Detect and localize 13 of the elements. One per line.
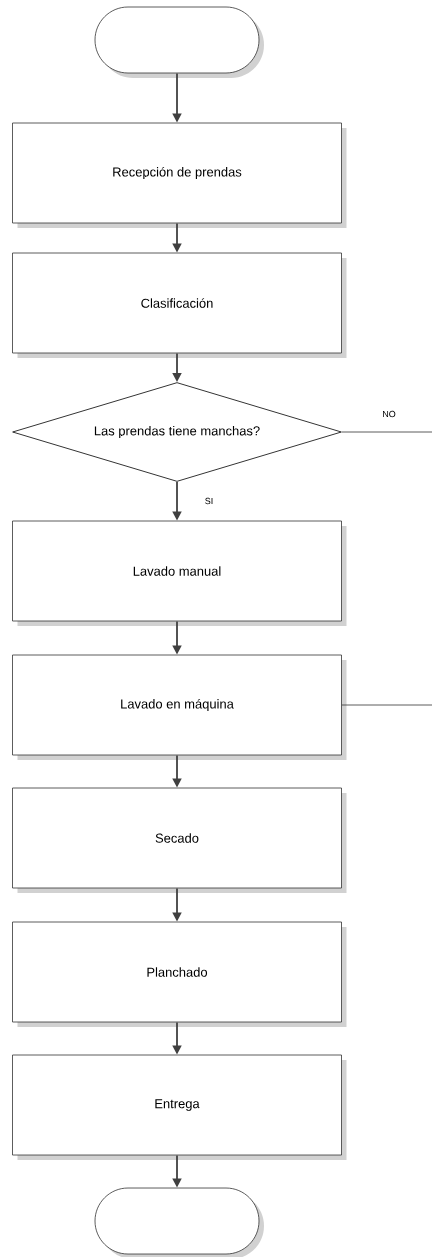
edge-label: NO — [381, 409, 397, 419]
process-box: Lavado en máquina — [12, 654, 347, 760]
process-box: Planchado — [12, 921, 347, 1027]
terminator-shape — [94, 6, 264, 78]
process-box: Recepción de prendas — [12, 122, 347, 228]
process-box: Lavado manual — [12, 520, 347, 626]
terminator-shape — [94, 1187, 264, 1257]
process-box: Clasificación — [12, 252, 347, 358]
process-box: Entrega — [12, 1054, 347, 1160]
connector-line — [341, 431, 432, 433]
process-box: Secado — [12, 787, 347, 893]
edge-label: SI — [203, 496, 215, 506]
connector-line — [341, 704, 432, 706]
